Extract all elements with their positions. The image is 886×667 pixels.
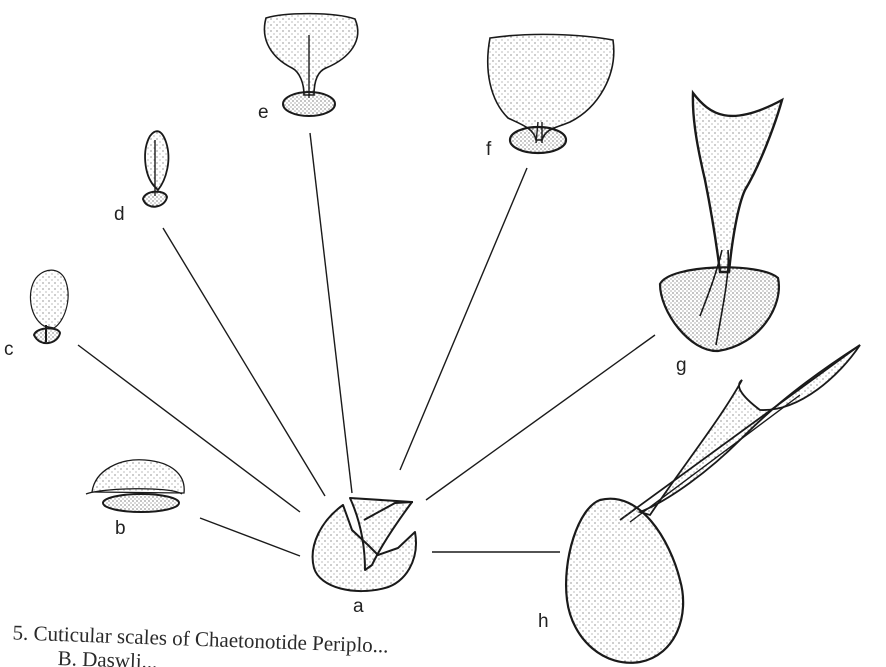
scale-c (30, 270, 68, 343)
label-a: a (353, 596, 364, 617)
scale-b (86, 460, 184, 512)
connector-d (163, 228, 325, 496)
connector-b (200, 518, 300, 556)
connector-g (426, 335, 655, 500)
scale-f (488, 34, 614, 153)
label-g: g (676, 355, 687, 376)
label-h: h (538, 611, 549, 632)
figure-caption: 5. Cuticular scales of Chaetonotide Peri… (11, 620, 389, 667)
label-e: e (258, 102, 269, 123)
scale-g (660, 93, 782, 351)
scale-h (566, 345, 860, 663)
caption-line-2: B. Daswli... (57, 646, 158, 667)
scale-a (313, 498, 416, 591)
label-c: c (4, 339, 14, 360)
connector-f (400, 168, 527, 470)
label-b: b (115, 518, 126, 539)
label-f: f (486, 139, 492, 160)
scale-e (264, 14, 357, 116)
connector-e (310, 133, 352, 493)
scale-d (143, 131, 168, 207)
label-d: d (114, 204, 125, 225)
